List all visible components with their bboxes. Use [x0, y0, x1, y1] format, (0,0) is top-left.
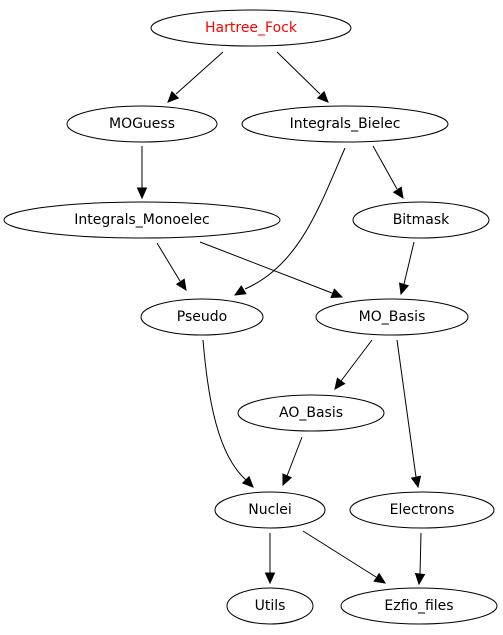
node-ellipse: [241, 105, 449, 143]
node-ellipse: [315, 298, 469, 336]
arrowhead: [241, 475, 254, 488]
edge-integrals_bielec-to-pseudo: [233, 147, 346, 296]
node-ao-basis: AO_Basis: [237, 394, 385, 432]
node-utils: Utils: [226, 587, 314, 625]
edge-nuclei-to-utils: [264, 533, 276, 585]
node-ellipse: [349, 491, 495, 529]
node-ellipse: [352, 201, 490, 239]
node-ellipse: [66, 105, 218, 143]
node-label: Electrons: [390, 502, 455, 518]
edge-line: [302, 530, 377, 578]
arrowhead: [410, 475, 422, 489]
edge-moguess-to-integrals_monoelec: [136, 146, 148, 200]
node-mo-basis: MO_Basis: [315, 298, 469, 336]
arrowhead: [136, 187, 148, 200]
node-ezfio-files: Ezfio_files: [340, 587, 498, 625]
node-label: Hartree_Fock: [205, 20, 298, 36]
node-pseudo: Pseudo: [140, 298, 264, 336]
node-ellipse: [150, 9, 352, 47]
node-integrals-monoelec: Integrals_Monoelec: [3, 201, 281, 239]
edge-line: [175, 51, 224, 95]
edge-hartree_fock-to-integrals_bielec: [276, 51, 329, 103]
arrowhead: [392, 186, 404, 200]
arrowhead: [334, 377, 346, 390]
node-label: MOGuess: [109, 116, 175, 132]
node-integrals-bielec: Integrals_Bielec: [241, 105, 449, 143]
edge-line: [286, 436, 303, 477]
edge-nuclei-to-ezfio_files: [302, 530, 387, 584]
edge-integrals_monoelec-to-pseudo: [156, 242, 187, 292]
arrowhead: [373, 572, 387, 584]
edge-mo_basis-to-electrons: [396, 339, 422, 489]
arrowhead: [167, 90, 180, 103]
node-hartree-fock: Hartree_Fock: [150, 9, 352, 47]
arrowhead: [264, 572, 276, 585]
node-label: Integrals_Bielec: [290, 116, 401, 132]
arrowhead: [233, 285, 247, 296]
edge-hartree_fock-to-moguess: [167, 51, 224, 103]
node-label: MO_Basis: [359, 309, 426, 325]
node-ellipse: [3, 201, 281, 239]
edge-electrons-to-ezfio_files: [414, 532, 426, 586]
node-bitmask: Bitmask: [352, 201, 490, 239]
node-ellipse: [237, 394, 385, 432]
edge-mo_basis-to-ao_basis: [334, 339, 373, 390]
node-ellipse: [340, 587, 498, 625]
node-moguess: MOGuess: [66, 105, 218, 143]
edge-line: [202, 339, 247, 481]
edge-line: [340, 339, 373, 382]
edge-ao_basis-to-nuclei: [282, 436, 303, 487]
arrowhead: [414, 573, 426, 586]
edge-pseudo-to-nuclei: [202, 339, 254, 488]
edge-line: [396, 339, 417, 478]
edge-line: [244, 147, 346, 290]
node-electrons: Electrons: [349, 491, 495, 529]
node-ellipse: [140, 298, 264, 336]
node-label: Pseudo: [177, 309, 227, 325]
edge-line: [419, 532, 422, 575]
node-label: Nuclei: [248, 502, 291, 518]
edge-integrals_bielec-to-bitmask: [372, 145, 404, 200]
edge-line: [199, 241, 333, 294]
edge-line: [403, 241, 415, 285]
node-nuclei: Nuclei: [214, 491, 326, 529]
edge-bitmask-to-mo_basis: [398, 241, 415, 296]
node-label: Utils: [255, 598, 286, 614]
node-label: Integrals_Monoelec: [74, 212, 209, 228]
node-label: Bitmask: [393, 212, 450, 228]
edge-line: [276, 51, 321, 95]
arrowhead: [316, 90, 329, 103]
edge-line: [156, 242, 181, 282]
node-ellipse: [226, 587, 314, 625]
arrowhead: [330, 288, 344, 298]
node-label: Ezfio_files: [384, 598, 453, 614]
edge-integrals_monoelec-to-mo_basis: [199, 241, 344, 298]
edge-line: [372, 145, 398, 190]
node-label: AO_Basis: [279, 405, 343, 421]
arrowhead: [175, 278, 187, 292]
arrowhead: [282, 473, 293, 487]
node-ellipse: [214, 491, 326, 529]
edges-layer: [136, 51, 426, 586]
arrowhead: [398, 282, 410, 296]
